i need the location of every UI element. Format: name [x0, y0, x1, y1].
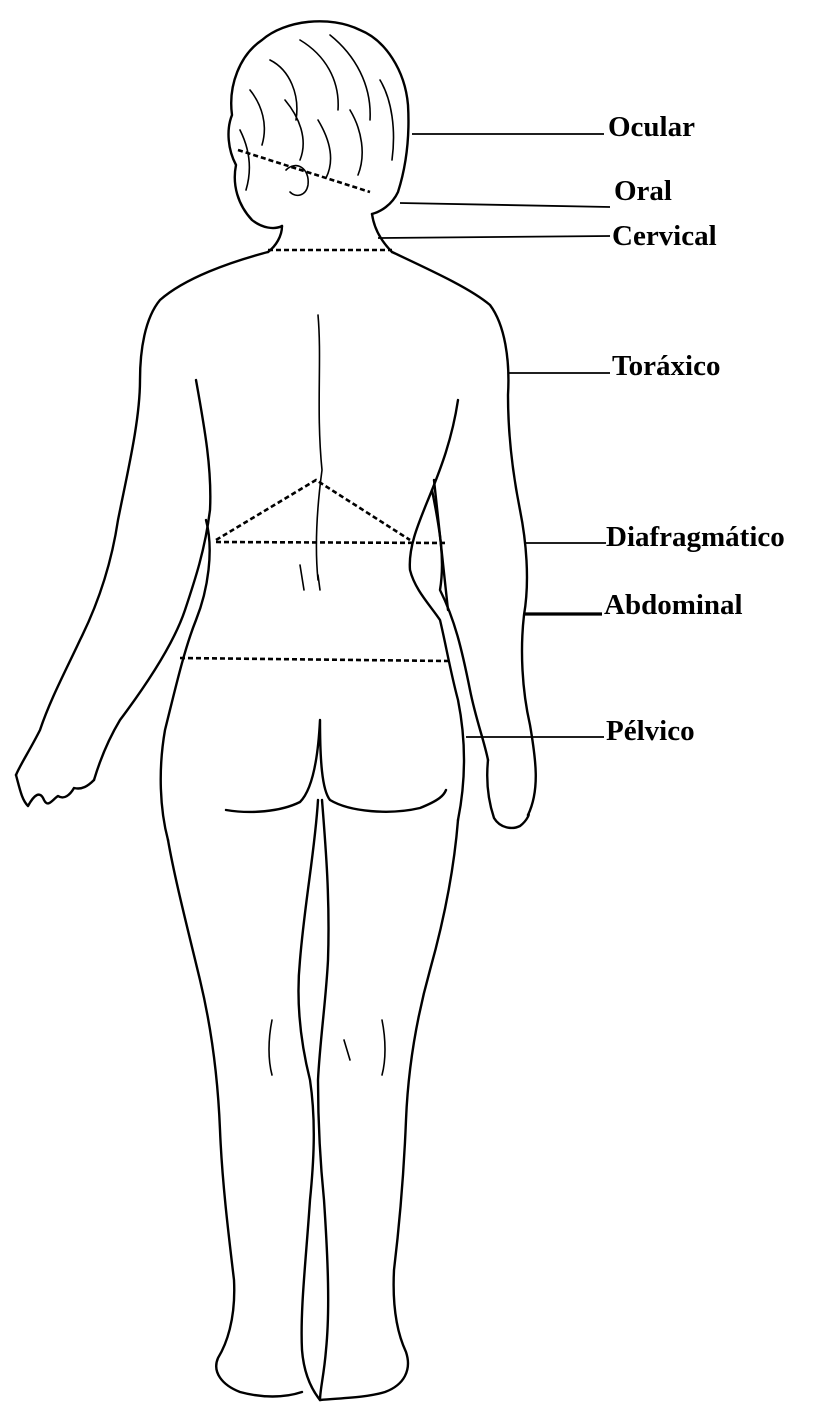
head-outline	[229, 21, 409, 228]
left-hand	[16, 775, 94, 806]
right-waist	[410, 490, 464, 820]
right-hand	[487, 760, 528, 828]
human-figure-back-view	[16, 21, 536, 1400]
segment-boundaries	[180, 150, 448, 661]
right-shoulder	[392, 252, 536, 815]
calf-marks	[269, 1020, 385, 1075]
label-diafragmatico: Diafragmático	[606, 521, 785, 553]
left-shoulder	[16, 252, 268, 775]
leader-lines	[378, 134, 610, 737]
neck-outline	[268, 214, 392, 252]
spine-line	[316, 315, 322, 580]
buttocks	[226, 720, 446, 812]
right-leg	[320, 820, 458, 1400]
left-inner-leg	[298, 800, 320, 1400]
label-oral: Oral	[614, 175, 672, 207]
left-arm-inner	[94, 380, 210, 780]
ocular-band	[238, 150, 370, 192]
oral-leader	[400, 203, 610, 207]
label-ocular: Ocular	[608, 111, 695, 143]
abdominal-boundary	[180, 658, 448, 661]
left-waist	[161, 520, 210, 840]
label-toraxico: Toráxico	[612, 350, 720, 382]
label-cervical: Cervical	[612, 220, 717, 252]
diaphragm-apex	[216, 480, 410, 540]
right-inner-leg	[318, 800, 329, 1400]
label-pelvico: Pélvico	[606, 715, 695, 747]
label-abdominal: Abdominal	[604, 589, 743, 621]
hair-strands	[240, 35, 394, 190]
cervical-leader	[378, 236, 610, 238]
segment-labels: Ocular Oral Cervical Toráxico Diafragmát…	[604, 111, 785, 747]
left-leg	[168, 840, 302, 1397]
ear-detail	[286, 166, 308, 196]
